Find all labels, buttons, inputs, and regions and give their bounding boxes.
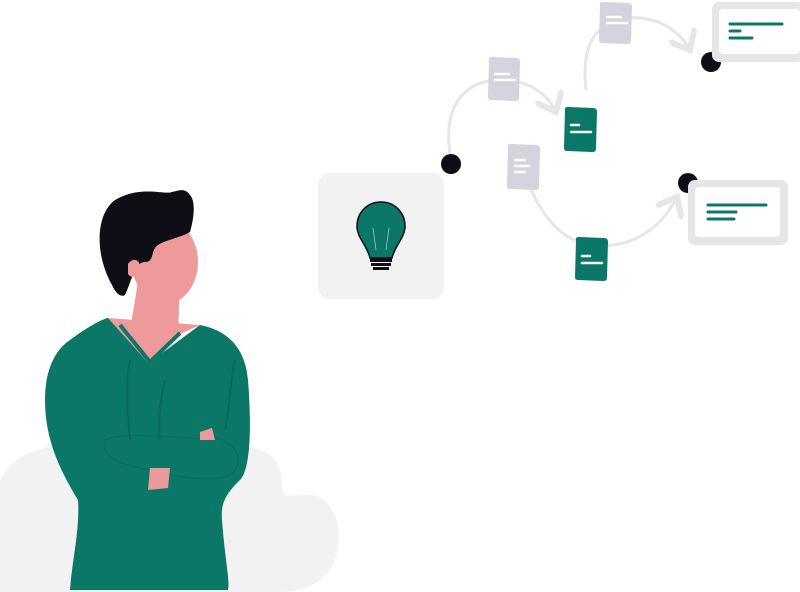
document-icon — [564, 107, 597, 152]
document-icon — [507, 144, 540, 190]
lightbulb-icon — [356, 201, 406, 270]
hand — [200, 428, 215, 440]
person — [45, 190, 250, 590]
message-card-icon — [712, 2, 800, 62]
lightbulb-panel — [318, 173, 444, 299]
arm — [103, 434, 239, 480]
hand — [148, 468, 170, 490]
document-icon — [599, 2, 632, 44]
node-dot-icon — [441, 154, 461, 174]
hair — [99, 190, 194, 296]
message-card-icon — [688, 180, 788, 245]
document-icon — [488, 57, 520, 101]
document-icon — [575, 237, 608, 281]
v-neck — [108, 318, 200, 365]
